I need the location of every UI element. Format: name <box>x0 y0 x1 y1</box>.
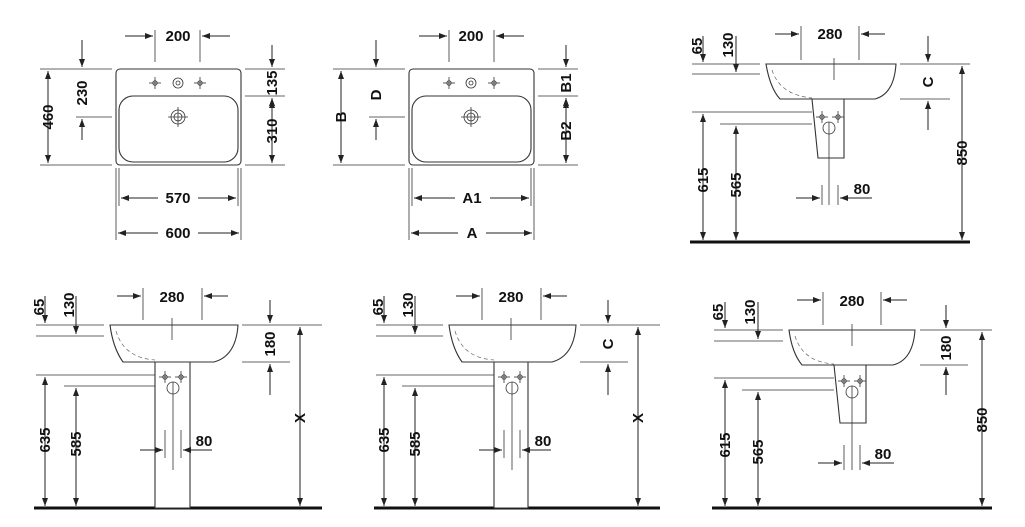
drain-icon <box>168 107 188 127</box>
drain-icon <box>461 107 481 127</box>
side-view-semi-pedestal-bottom: 65 130 615 565 280 180 850 80 <box>710 292 992 510</box>
dim-tap-spacing: 200 <box>165 28 190 45</box>
trap-icon <box>815 110 845 205</box>
dim-rim-thickness: 65 <box>370 299 387 316</box>
side-view-pedestal-middle: 65 130 635 585 280 C X 80 <box>370 288 660 510</box>
dim-pedestal-width: 280 <box>498 289 523 306</box>
dim-floor-to-trap: 565 <box>728 172 745 197</box>
dim-rim-drop: C <box>600 338 617 349</box>
side-view-semi-pedestal-top: 65 130 615 565 280 C 850 80 <box>689 26 971 244</box>
basin-side <box>765 63 897 100</box>
dim-rim-thickness: 65 <box>689 38 706 55</box>
tap-hole-icon <box>442 76 501 90</box>
dim-rim-drop: 180 <box>262 331 279 356</box>
dim-rim-drop: C <box>920 76 937 87</box>
dim-floor-to-trap: 585 <box>407 431 424 456</box>
dim-rim-to-waste: 130 <box>61 292 78 317</box>
basin-side <box>448 324 577 363</box>
dim-rim-thickness: 65 <box>710 304 727 321</box>
basin-side <box>788 329 916 366</box>
dim-floor-to-waste: 635 <box>376 427 393 452</box>
front-view-letters: 200 B D B1 B2 A1 A <box>333 28 578 242</box>
dim-tap-to-front: B2 <box>558 121 575 140</box>
pedestal-column <box>493 361 529 509</box>
dim-rim-to-waste: 130 <box>400 292 417 317</box>
dim-trap-width: 80 <box>854 181 871 198</box>
pedestal-column <box>154 361 191 509</box>
basin-bowl <box>118 95 239 163</box>
dim-total-depth: B <box>333 111 350 122</box>
dim-outer-width: 600 <box>165 225 190 242</box>
dim-rim-drop: 180 <box>938 335 955 360</box>
dim-pedestal-width: 280 <box>817 26 842 43</box>
dim-floor-to-waste: 635 <box>37 427 54 452</box>
dim-tap-to-front: 310 <box>264 118 281 143</box>
basin-side <box>109 324 239 363</box>
dim-trap-width: 80 <box>196 433 213 450</box>
dim-floor-to-rim: X <box>630 413 647 423</box>
dim-total-depth: 460 <box>40 104 57 129</box>
dim-rim-thickness: 65 <box>31 299 48 316</box>
dim-pedestal-width: 280 <box>159 289 184 306</box>
dim-rim-to-tap: 135 <box>264 70 281 95</box>
trap-icon <box>837 374 867 470</box>
dim-rim-to-tap: B1 <box>558 73 575 92</box>
dim-rim-to-waste: 130 <box>742 299 759 324</box>
dim-floor-to-rim: 850 <box>954 140 971 165</box>
basin-bowl <box>411 95 532 163</box>
dim-floor-to-waste: 615 <box>717 432 734 457</box>
dim-pedestal-width: 280 <box>839 293 864 310</box>
dim-floor-to-trap: 565 <box>750 439 767 464</box>
side-view-pedestal-left: 65 130 635 585 280 180 X 80 <box>31 288 322 510</box>
trap-icon <box>158 370 188 470</box>
tap-hole-icon <box>148 76 207 90</box>
dim-inner-width: A1 <box>462 190 481 207</box>
dim-trap-width: 80 <box>875 446 892 463</box>
trap-icon <box>497 370 527 470</box>
dim-floor-to-trap: 585 <box>68 431 85 456</box>
semi-pedestal <box>833 364 867 424</box>
dim-floor-to-rim: X <box>292 413 309 423</box>
dim-inner-width: 570 <box>165 190 190 207</box>
dim-floor-to-rim: 850 <box>974 407 991 432</box>
dim-tap-spacing: 200 <box>458 28 483 45</box>
dim-depth-to-tap: 230 <box>74 80 91 105</box>
dim-rim-to-waste: 130 <box>720 32 737 57</box>
dim-floor-to-waste: 615 <box>695 167 712 192</box>
dim-trap-width: 80 <box>535 433 552 450</box>
semi-pedestal <box>811 98 845 159</box>
dim-outer-width: A <box>467 225 478 242</box>
front-view-numeric: 200 460 230 135 310 570 600 <box>40 28 285 242</box>
dim-depth-to-tap: D <box>368 89 385 100</box>
